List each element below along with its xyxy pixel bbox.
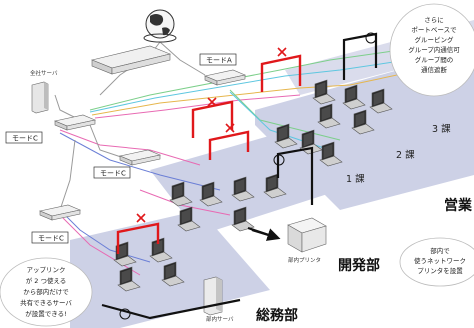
svg-text:使うネットワーク: 使うネットワーク bbox=[414, 256, 466, 265]
block-x-marks bbox=[136, 47, 287, 223]
dept-server-icon bbox=[203, 276, 223, 316]
svg-text:グループ内通信可: グループ内通信可 bbox=[408, 45, 460, 54]
company-server-icon bbox=[31, 81, 49, 114]
mode-a-tag: モードA bbox=[199, 53, 237, 66]
router-device bbox=[91, 45, 171, 75]
svg-text:が 2 つ使える: が 2 つ使える bbox=[26, 276, 67, 285]
allowed-circle-marks bbox=[119, 32, 377, 320]
svg-text:共有できるサーバ: 共有できるサーバ bbox=[20, 298, 72, 307]
internet-globe-icon bbox=[143, 9, 177, 43]
course-1: 1 課 bbox=[346, 173, 365, 185]
callout-network-printer: 部内で 使うネットワーク プリンタを設置 bbox=[399, 237, 474, 287]
svg-text:ポートベースで: ポートベースで bbox=[411, 26, 457, 34]
blocked-routes bbox=[116, 54, 302, 254]
switch-mode-a bbox=[204, 69, 246, 86]
svg-text:から部内だけで: から部内だけで bbox=[23, 287, 69, 296]
switch-mode-c-1 bbox=[54, 114, 96, 131]
svg-text:アップリンク: アップリンク bbox=[27, 266, 66, 274]
svg-text:が設置できる!: が設置できる! bbox=[25, 309, 66, 318]
allowed-routes bbox=[101, 32, 378, 320]
svg-text:グルーピング: グルーピング bbox=[415, 35, 455, 44]
switch-mode-c-2 bbox=[119, 149, 161, 166]
dept-sales-label: 営業 bbox=[444, 197, 473, 214]
callout-uplink-server: アップリンク が 2 つ使える から部内だけで 共有できるサーバ が設置できる! bbox=[0, 257, 93, 327]
svg-text:部内で: 部内で bbox=[430, 246, 450, 255]
svg-text:さらに: さらに bbox=[424, 16, 444, 24]
dept-server-label: 部内サーバ bbox=[206, 315, 234, 323]
mode-c-tag-2: モードC bbox=[93, 166, 131, 179]
svg-text:グループ間の: グループ間の bbox=[415, 55, 454, 64]
dept-dev-label: 開発部 bbox=[338, 257, 380, 274]
mode-a-label: モードA bbox=[206, 57, 232, 65]
svg-text:通信遮断: 通信遮断 bbox=[421, 65, 448, 74]
mode-c-tag-3: モードC bbox=[31, 231, 69, 244]
dept-printer-icon bbox=[287, 217, 327, 253]
callout-port-grouping: さらに ポートベースで グルーピング グループ内通信可 グループ間の 通信遮断 bbox=[389, 3, 474, 97]
mode-c-label-2: モードC bbox=[100, 170, 126, 178]
company-server-label: 全社サーバ bbox=[30, 69, 58, 77]
mode-c-tag-1: モードC bbox=[5, 131, 43, 144]
switch-mode-c-3 bbox=[39, 204, 81, 221]
mode-c-label-1: モードC bbox=[12, 135, 38, 143]
dept-printer-label: 部内プリンタ bbox=[288, 256, 321, 264]
mode-c-label-3: モードC bbox=[38, 235, 64, 243]
dept-general-label: 総務部 bbox=[256, 307, 298, 324]
course-3: 3 課 bbox=[432, 123, 451, 135]
course-2: 2 課 bbox=[396, 149, 415, 161]
svg-text:プリンタを設置: プリンタを設置 bbox=[417, 266, 463, 275]
